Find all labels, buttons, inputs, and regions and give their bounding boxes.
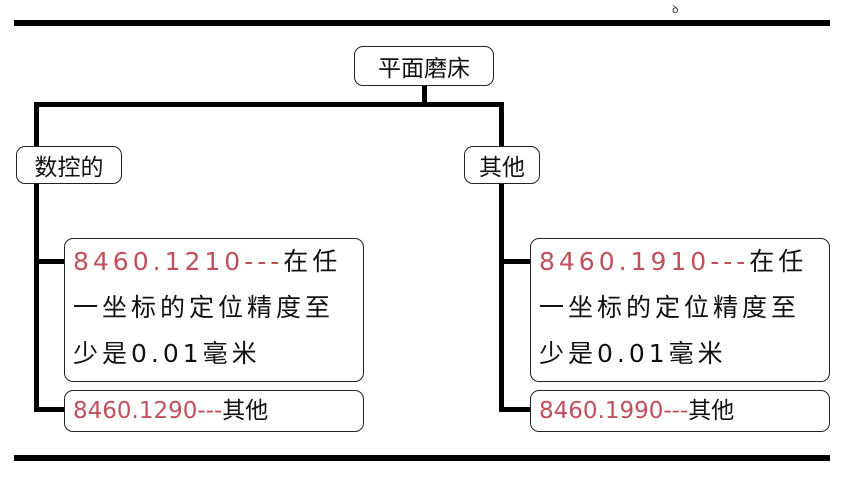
leaf-description: 在任一坐标的定位精度至少是0.01毫米	[539, 247, 808, 368]
left-item2-connector	[34, 407, 66, 412]
right-item2-connector	[499, 407, 531, 412]
hs-code: 8460.1990---	[539, 398, 689, 424]
left-item1-connector	[34, 259, 66, 264]
branch-node-other: 其他	[464, 146, 540, 184]
anchor-mark: ꝺ	[672, 3, 679, 16]
hs-code: 8460.1290---	[73, 398, 223, 424]
leaf-box: 8460.1210---在任一坐标的定位精度至少是0.01毫米	[64, 238, 364, 382]
leaf-box: 8460.1910---在任一坐标的定位精度至少是0.01毫米	[530, 238, 830, 382]
leaf-box: 8460.1290---其他	[64, 390, 364, 432]
branch-bar	[34, 102, 504, 107]
branch-node-cnc: 数控的	[16, 146, 122, 184]
right-trunk	[499, 182, 504, 412]
branch-label: 数控的	[34, 155, 104, 181]
leaf-box: 8460.1990---其他	[530, 390, 830, 432]
leaf-description: 在任一坐标的定位精度至少是0.01毫米	[73, 247, 342, 368]
right-item1-connector	[499, 259, 531, 264]
left-trunk	[34, 182, 39, 412]
root-node: 平面磨床	[354, 46, 494, 86]
leaf-description: 其他	[688, 398, 735, 424]
top-rule	[14, 20, 830, 26]
right-branch-connector	[499, 102, 504, 148]
leaf-description: 其他	[222, 398, 269, 424]
left-branch-connector	[34, 102, 39, 148]
branch-label: 其他	[479, 155, 525, 181]
hs-code: 8460.1210---	[73, 247, 284, 276]
bottom-rule	[14, 455, 830, 461]
hs-code: 8460.1910---	[539, 247, 750, 276]
root-connector	[422, 84, 427, 104]
root-label: 平面磨床	[378, 56, 470, 82]
